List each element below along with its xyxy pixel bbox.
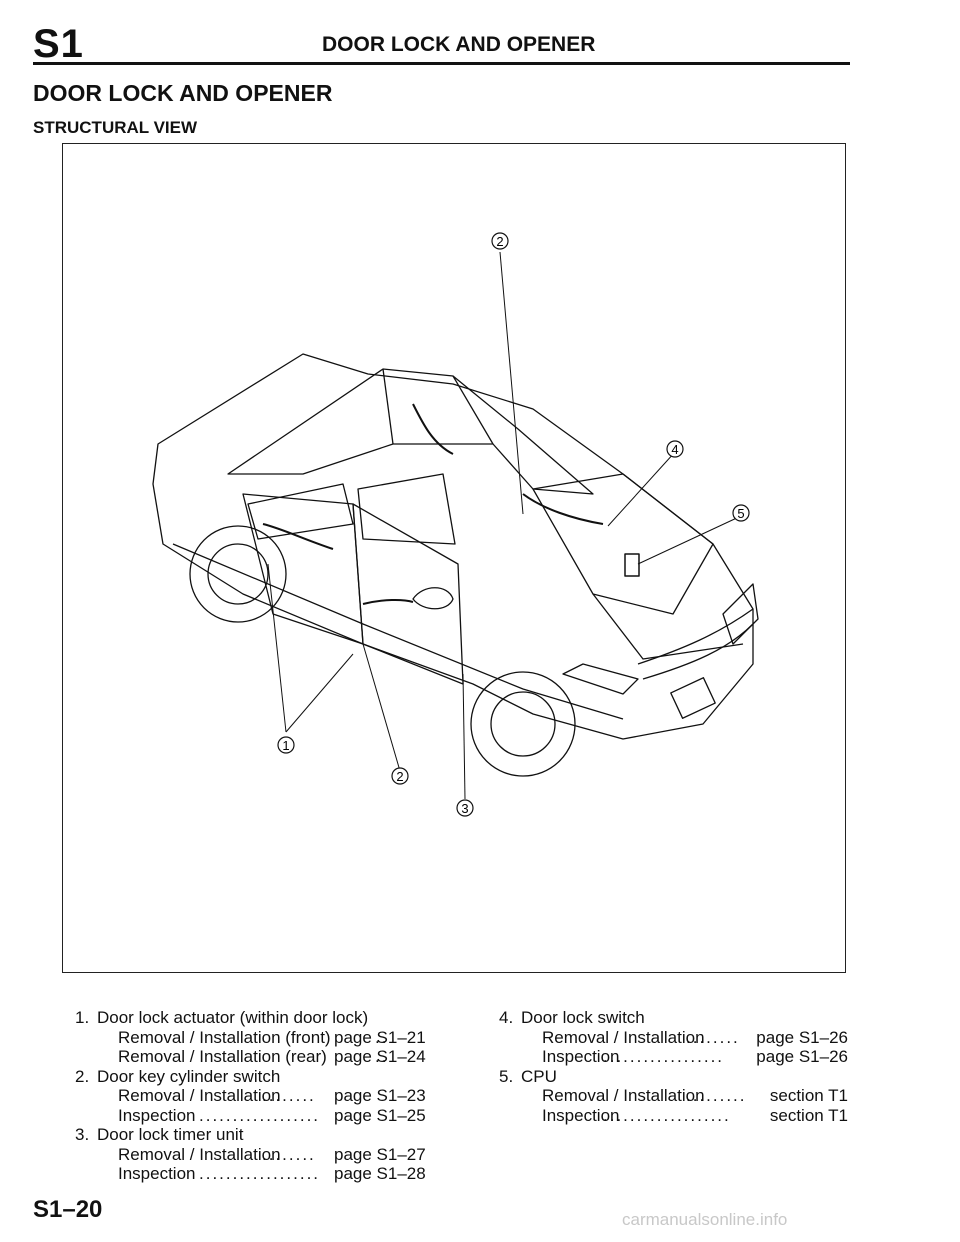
leader-lines <box>267 251 742 800</box>
svg-text:3: 3 <box>461 801 468 816</box>
page-ref: page S1–28 <box>334 1164 426 1183</box>
svg-text:2: 2 <box>496 234 503 249</box>
illustration-frame: 1 2 3 2 4 5 <box>62 143 846 973</box>
list-item: Removal / Installation (rear)page S1–24.… <box>75 1047 444 1067</box>
callout-3: 3 <box>456 799 474 817</box>
parts-list-right: 4.Door lock switch Removal / Installatio… <box>499 1008 848 1125</box>
list-item: 2.Door key cylinder switch <box>75 1066 281 1086</box>
watermark: carmanualsonline.info <box>622 1210 788 1229</box>
list-item: Removal / Installation.........section T… <box>542 1086 848 1105</box>
list-item: Removal / Installation........page S1–27 <box>75 1145 444 1165</box>
page-ref: page S1–25 <box>334 1105 426 1125</box>
callout-5: 5 <box>732 504 750 522</box>
list-item: Removal / Installation........page S1–23 <box>75 1086 444 1106</box>
list-item: 1.Door lock actuator (within door lock) <box>75 1008 369 1027</box>
list-item: Inspection...................section T1 <box>542 1105 848 1125</box>
callout-2-lower: 2 <box>391 767 409 785</box>
subtitle: STRUCTURAL VIEW <box>33 118 198 137</box>
page-ref: page S1–24 <box>334 1047 426 1066</box>
list-item: Removal / Installation (front)page S1–21… <box>75 1028 444 1048</box>
page-ref: page S1–27 <box>334 1144 426 1164</box>
svg-text:4: 4 <box>671 442 678 457</box>
callout-1: 1 <box>277 736 295 754</box>
svg-text:2: 2 <box>396 769 403 784</box>
list-item: 5.CPU <box>499 1066 557 1086</box>
page-ref: page S1–21 <box>334 1027 426 1047</box>
list-item: Inspection..................page S1–28 <box>75 1164 444 1184</box>
svg-text:1: 1 <box>282 738 289 753</box>
car-illustration: 1 2 3 2 4 5 <box>152 232 759 817</box>
svg-text:5: 5 <box>737 506 744 521</box>
page-ref: page S1–23 <box>334 1086 426 1105</box>
header-rule <box>33 62 850 65</box>
list-item: 3.Door lock timer unit <box>75 1125 244 1144</box>
list-item: Removal / Installation........page S1–26 <box>542 1027 848 1047</box>
page-title: DOOR LOCK AND OPENER <box>33 80 333 106</box>
page-ref: page S1–26 <box>756 1027 848 1047</box>
list-item: Inspection..................page S1–25 <box>75 1106 444 1126</box>
callout-4: 4 <box>666 440 684 458</box>
list-item: 4.Door lock switch <box>499 1008 645 1027</box>
callout-2-upper: 2 <box>491 232 509 250</box>
page-ref: page S1–26 <box>756 1047 848 1066</box>
section-ref: section T1 <box>769 1086 848 1105</box>
section-code: S1 <box>33 22 84 66</box>
car-outline <box>152 353 759 777</box>
running-header: DOOR LOCK AND OPENER <box>322 33 596 56</box>
list-item: Inspection..................page S1–26 <box>542 1047 848 1066</box>
parts-list-left: 1.Door lock actuator (within door lock) … <box>75 1008 444 1184</box>
section-ref: section T1 <box>769 1105 848 1125</box>
page-number: S1–20 <box>33 1196 103 1223</box>
